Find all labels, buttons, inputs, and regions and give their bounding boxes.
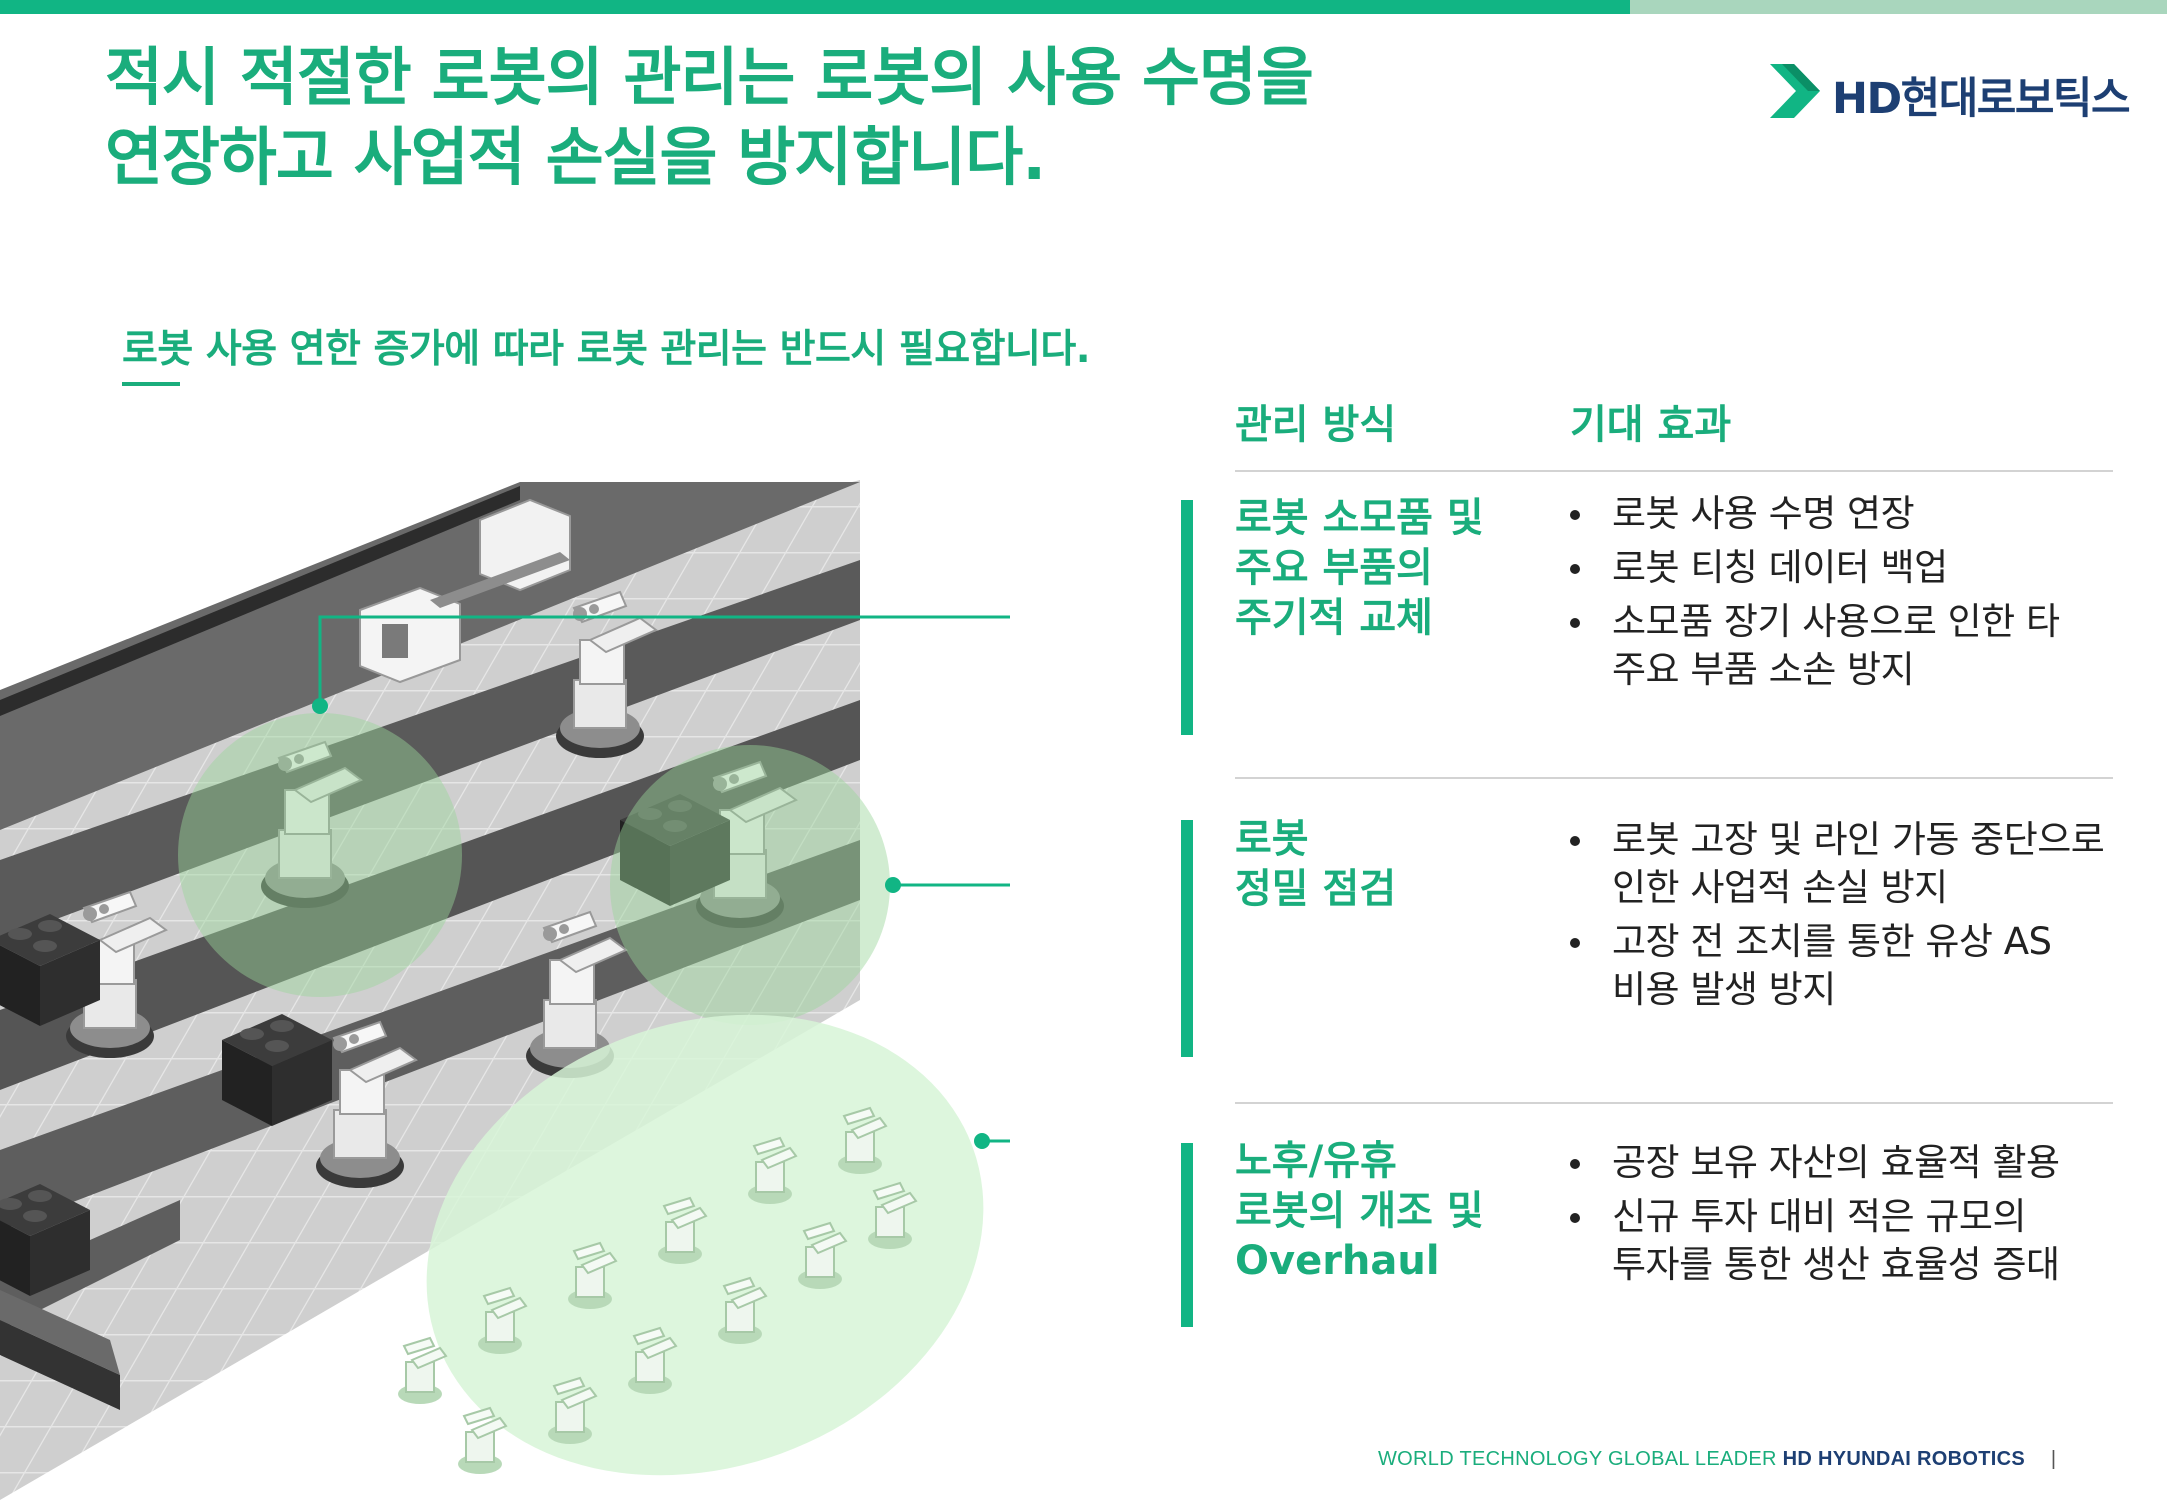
bullet-icon — [1570, 510, 1580, 520]
row-accent-bar-3 — [1181, 1143, 1193, 1327]
method-line: 주요 부품의 — [1235, 545, 1433, 591]
effect-item: 고장 전 조치를 통한 유상 AS 비용 발생 방지 — [1570, 918, 2104, 1014]
method-line: 노후/유휴 — [1235, 1138, 1397, 1184]
footer-company: HD HYUNDAI ROBOTICS — [1782, 1448, 2025, 1470]
slide-title-line-2: 연장하고 사업적 손실을 방지합니다. — [105, 121, 1046, 194]
method-line: 로봇 소모품 및 — [1235, 495, 1484, 541]
footer-tagline: WORLD TECHNOLOGY GLOBAL LEADER — [1378, 1448, 1777, 1470]
effect-item: 로봇 티칭 데이터 백업 — [1570, 544, 2060, 592]
method-line: 주기적 교체 — [1235, 595, 1433, 641]
effect-item: 소모품 장기 사용으로 인한 타 주요 부품 소손 방지 — [1570, 598, 2060, 694]
effect-item: 로봇 고장 및 라인 가동 중단으로 인한 사업적 손실 방지 — [1570, 816, 2105, 912]
footer-separator: | — [2050, 1448, 2057, 1470]
subtitle-underline — [122, 382, 180, 386]
machine-box — [359, 498, 571, 684]
effect-item: 공장 보유 자산의 효율적 활용 — [1570, 1139, 2060, 1187]
row-accent-bar-1 — [1181, 500, 1193, 735]
top-accent-bar — [0, 0, 1630, 14]
column-header-method: 관리 방식 — [1235, 402, 1397, 448]
row-accent-bar-2 — [1181, 820, 1193, 1057]
slide-title-line-1: 적시 적절한 로봇의 관리는 로봇의 사용 수명을 — [105, 41, 1314, 114]
method-line: 정밀 점검 — [1235, 866, 1397, 912]
bullet-icon — [1570, 1213, 1580, 1223]
effects-overhaul: 공장 보유 자산의 효율적 활용 신규 투자 대비 적은 규모의 투자를 통한 … — [1570, 1139, 2060, 1295]
section-subtitle: 로봇 사용 연한 증가에 따라 로봇 관리는 반드시 필요합니다. — [122, 327, 1091, 372]
method-line: Overhaul — [1235, 1238, 1440, 1284]
effect-item: 로봇 사용 수명 연장 — [1570, 490, 2060, 538]
table-rule-1 — [1235, 777, 2113, 779]
bullet-icon — [1570, 938, 1580, 948]
bullet-icon — [1570, 1159, 1580, 1169]
highlight-ellipse-overhaul — [426, 1014, 984, 1476]
table-rule-2 — [1235, 1102, 2113, 1104]
bullet-icon — [1570, 618, 1580, 628]
company-logo-text: HD현대로보틱스 — [1832, 74, 2131, 124]
slide-footer: WORLD TECHNOLOGY GLOBAL LEADER HD HYUNDA… — [1378, 1448, 2056, 1471]
slide-title: 적시 적절한 로봇의 관리는 로봇의 사용 수명을 연장하고 사업적 손실을 방… — [105, 38, 1314, 198]
method-line: 로봇의 개조 및 — [1235, 1188, 1484, 1234]
connector-dot-replacement — [312, 698, 328, 714]
effects-inspection: 로봇 고장 및 라인 가동 중단으로 인한 사업적 손실 방지 고장 전 조치를… — [1570, 816, 2105, 1020]
effects-replacement: 로봇 사용 수명 연장 로봇 티칭 데이터 백업 소모품 장기 사용으로 인한 … — [1570, 490, 2060, 700]
connector-line-replacement — [318, 615, 1010, 706]
method-overhaul: 노후/유휴 로봇의 개조 및 Overhaul — [1235, 1136, 1484, 1286]
highlight-circle-replacement — [178, 713, 462, 997]
table-rule-top — [1235, 470, 2113, 472]
method-line: 로봇 — [1235, 816, 1309, 862]
bullet-icon — [1570, 564, 1580, 574]
connector-dot-inspection — [885, 877, 901, 893]
highlight-circle-inspection — [610, 745, 890, 1025]
method-replacement: 로봇 소모품 및 주요 부품의 주기적 교체 — [1235, 493, 1484, 643]
top-accent-bar-tail — [1630, 0, 2167, 14]
factory-illustration — [0, 470, 1010, 1500]
hd-arrow-icon — [1770, 64, 1820, 118]
bullet-icon — [1570, 836, 1580, 846]
column-header-effect: 기대 효과 — [1570, 402, 1732, 448]
method-inspection: 로봇 정밀 점검 — [1235, 814, 1396, 914]
effect-item: 신규 투자 대비 적은 규모의 투자를 통한 생산 효율성 증대 — [1570, 1193, 2060, 1289]
connector-dot-overhaul — [974, 1133, 990, 1149]
